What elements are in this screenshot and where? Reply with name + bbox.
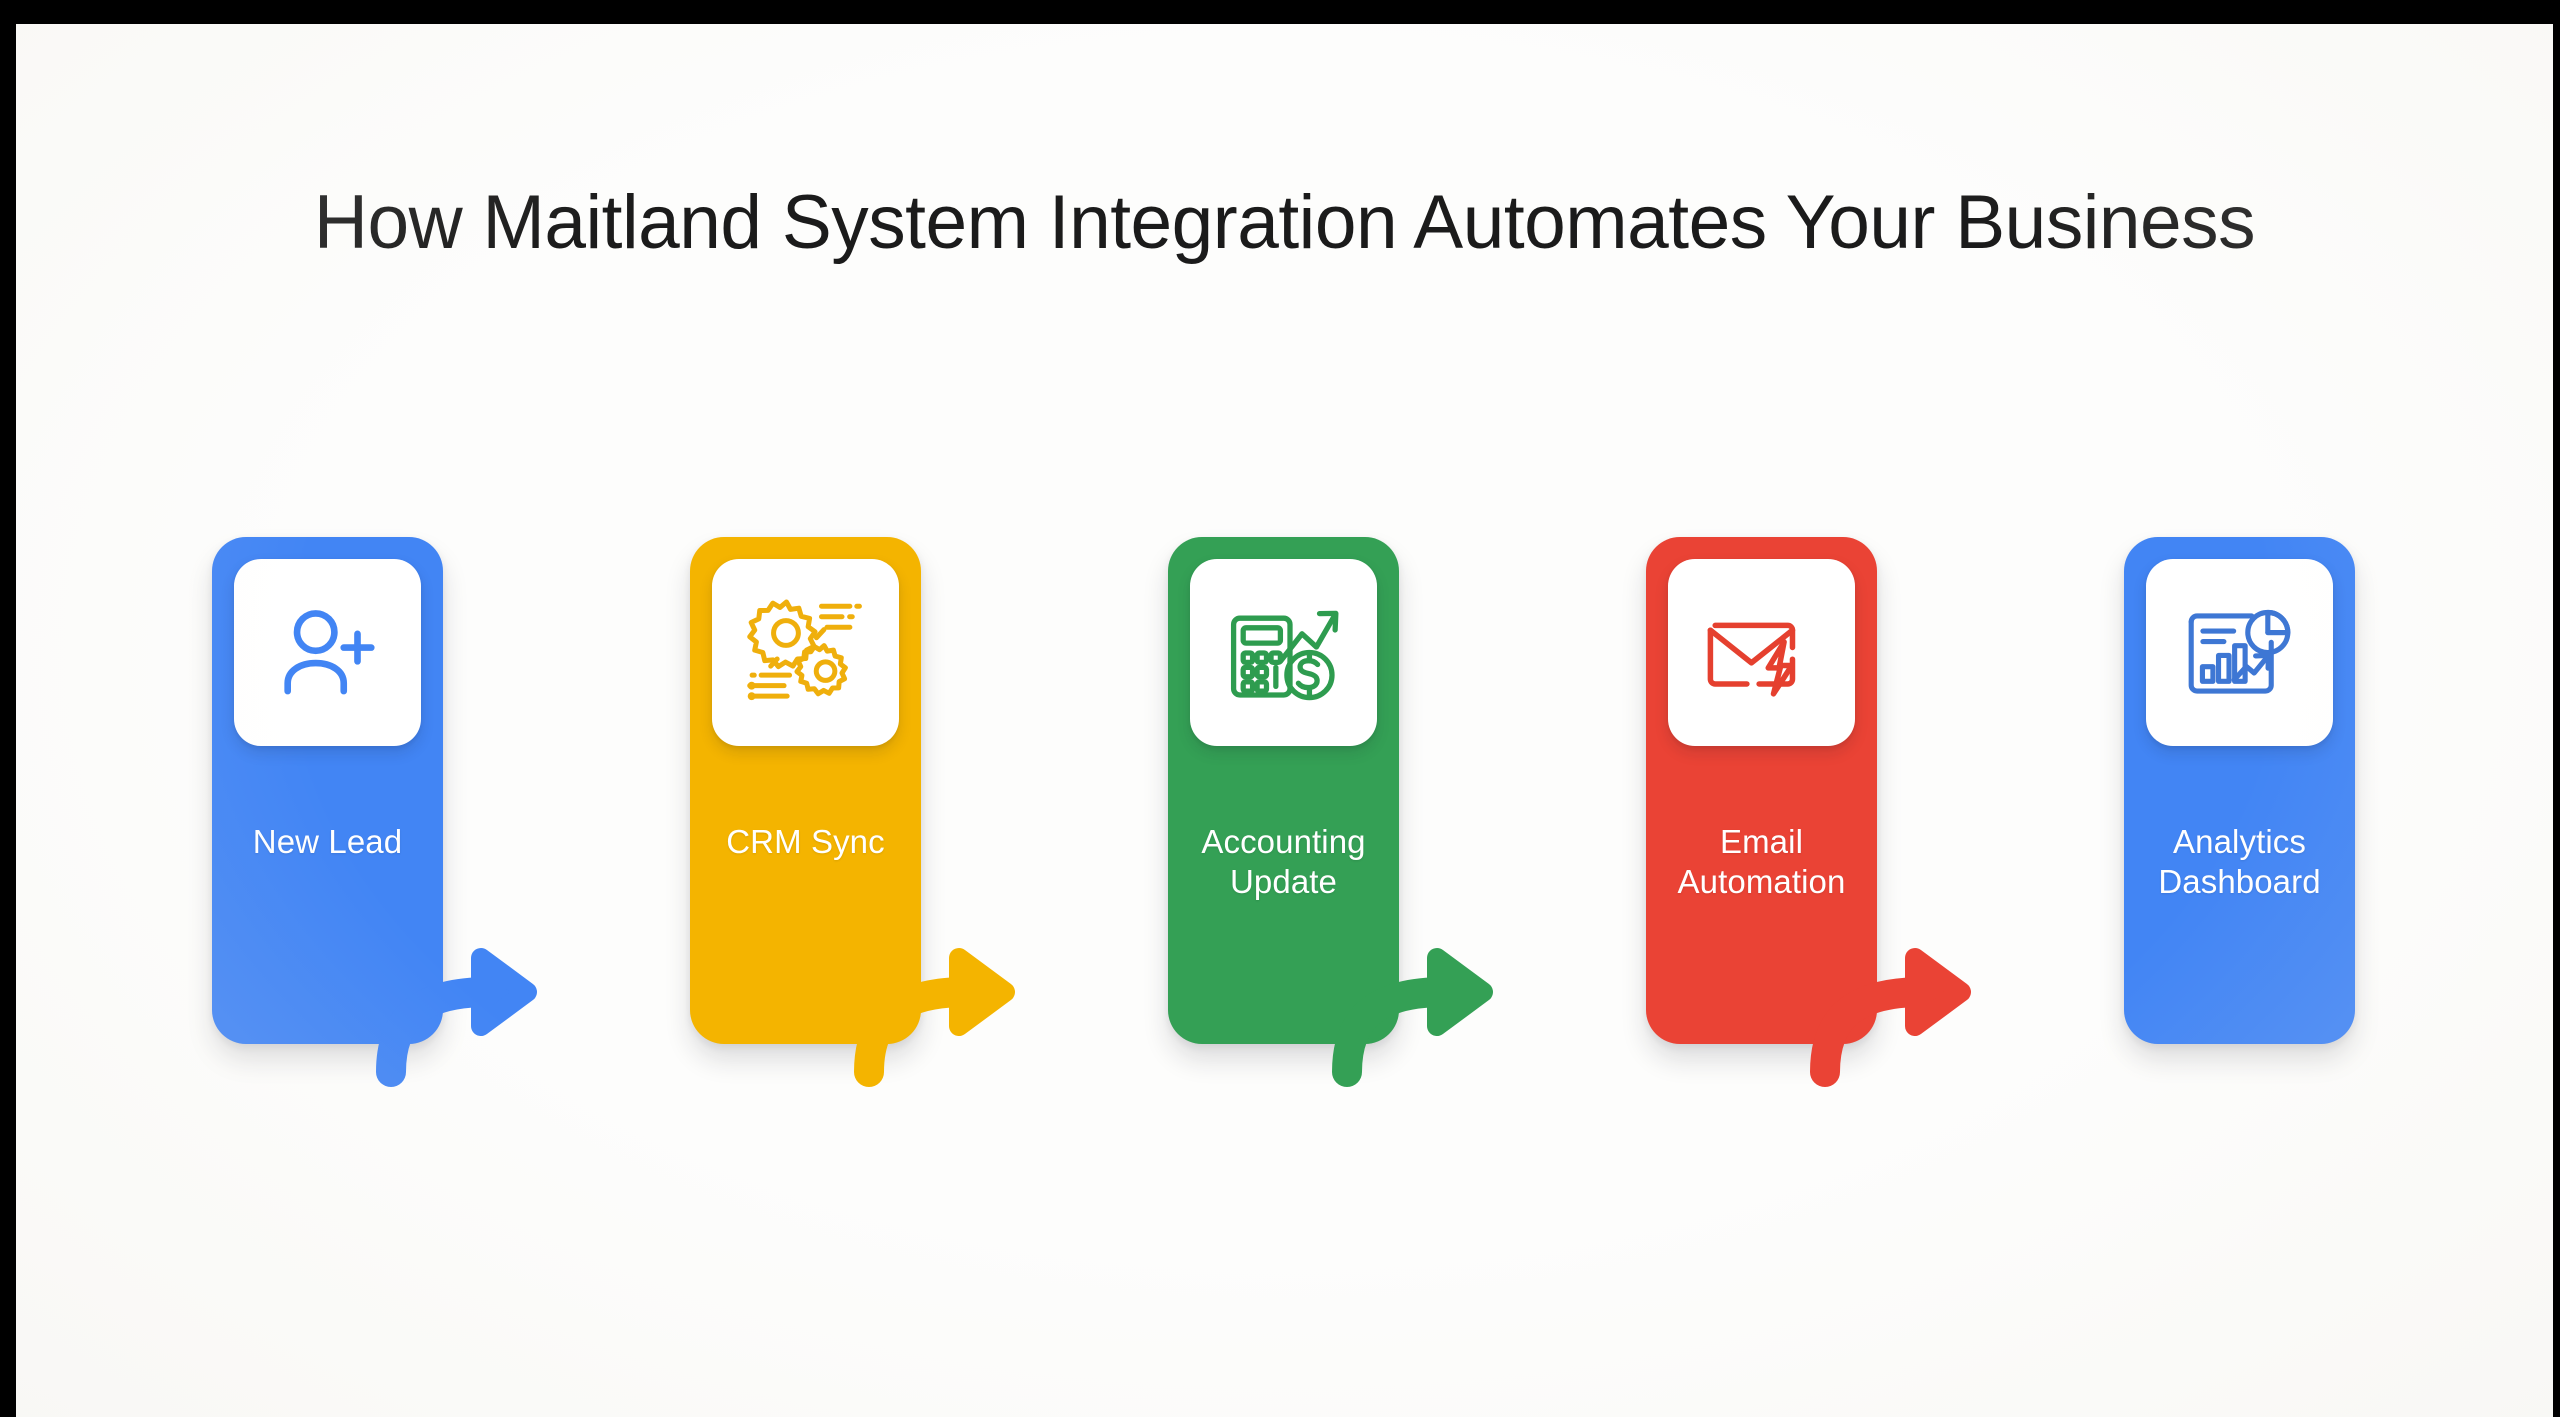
flow-step-accounting-update[interactable]: Accounting Update xyxy=(1168,537,1399,1044)
flow-step-icon-tile xyxy=(2146,559,2333,746)
flow-step-analytics-dashboard[interactable]: Analytics Dashboard xyxy=(2124,537,2355,1044)
slide-canvas: How Maitland System Integration Automate… xyxy=(16,24,2553,1417)
flow-step-label: CRM Sync xyxy=(726,823,885,860)
flow-step-new-lead[interactable]: New Lead xyxy=(212,537,443,1044)
flow-step-crm-sync[interactable]: CRM Sync xyxy=(690,537,921,1044)
user-plus-icon xyxy=(269,594,387,712)
flow-step-label: Email Automation xyxy=(1677,823,1846,900)
email-lightning-icon xyxy=(1702,593,1822,713)
gears-settings-icon xyxy=(744,591,868,715)
analytics-chart-icon xyxy=(2179,592,2301,714)
flow-step-icon-tile xyxy=(1668,559,1855,746)
flow-step-email-automation[interactable]: Email Automation xyxy=(1646,537,1877,1044)
process-flow-diagram: New Lead xyxy=(212,514,2392,1087)
flow-step-icon-tile xyxy=(234,559,421,746)
flow-step-icon-tile xyxy=(1190,559,1377,746)
calculator-dollar-growth-icon xyxy=(1224,593,1344,713)
flow-step-label: Analytics Dashboard xyxy=(2158,823,2321,900)
page-title: How Maitland System Integration Automate… xyxy=(313,180,2256,265)
flow-step-icon-tile xyxy=(712,559,899,746)
flow-step-label: New Lead xyxy=(252,823,403,860)
flow-step-label: Accounting Update xyxy=(1201,823,1366,900)
